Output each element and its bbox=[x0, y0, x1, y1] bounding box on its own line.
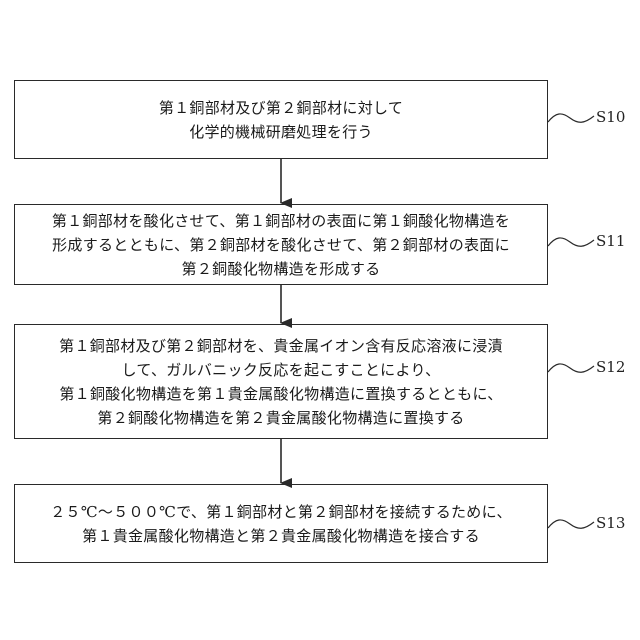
step-text-line: 第２銅酸化物構造を第２貴金属酸化物構造に置換する bbox=[97, 406, 464, 430]
step-text-line: 第１銅部材及び第２銅部材を、貴金属イオン含有反応溶液に浸漬 bbox=[59, 334, 503, 358]
step-text-line: 第１銅酸化物構造を第１貴金属酸化物構造に置換するとともに、 bbox=[59, 382, 502, 406]
step-label-s13: S13 bbox=[596, 514, 625, 532]
leader-s13 bbox=[548, 520, 594, 528]
step-label-s10: S10 bbox=[596, 108, 625, 126]
leader-s11 bbox=[548, 238, 594, 246]
leader-s12 bbox=[548, 364, 594, 372]
step-text-line: 第２銅酸化物構造を形成する bbox=[182, 257, 381, 281]
step-box-s13: ２５℃～５００℃で、第１銅部材と第２銅部材を接続するために、 第１貴金属酸化物構… bbox=[14, 484, 548, 563]
step-text-line: して、ガルバニック反応を起こすことにより、 bbox=[122, 358, 441, 382]
step-box-s12: 第１銅部材及び第２銅部材を、貴金属イオン含有反応溶液に浸漬 して、ガルバニック反… bbox=[14, 324, 548, 439]
step-text-line: 形成するとともに、第２銅部材を酸化させて、第２銅部材の表面に bbox=[52, 233, 510, 257]
step-label-s12: S12 bbox=[596, 358, 625, 376]
step-text-line: 第１銅部材を酸化させて、第１銅部材の表面に第１銅酸化物構造を bbox=[52, 209, 510, 233]
step-box-s10: 第１銅部材及び第２銅部材に対して 化学的機械研磨処理を行う bbox=[14, 80, 548, 159]
step-text-line: 第１銅部材及び第２銅部材に対して bbox=[159, 96, 403, 120]
step-text-line: ２５℃～５００℃で、第１銅部材と第２銅部材を接続するために、 bbox=[50, 500, 512, 524]
leader-s10 bbox=[548, 114, 594, 122]
step-text-line: 化学的機械研磨処理を行う bbox=[189, 120, 373, 144]
step-text-line: 第１貴金属酸化物構造と第２貴金属酸化物構造を接合する bbox=[82, 524, 480, 548]
step-box-s11: 第１銅部材を酸化させて、第１銅部材の表面に第１銅酸化物構造を 形成するとともに、… bbox=[14, 204, 548, 285]
step-label-s11: S11 bbox=[596, 232, 625, 250]
